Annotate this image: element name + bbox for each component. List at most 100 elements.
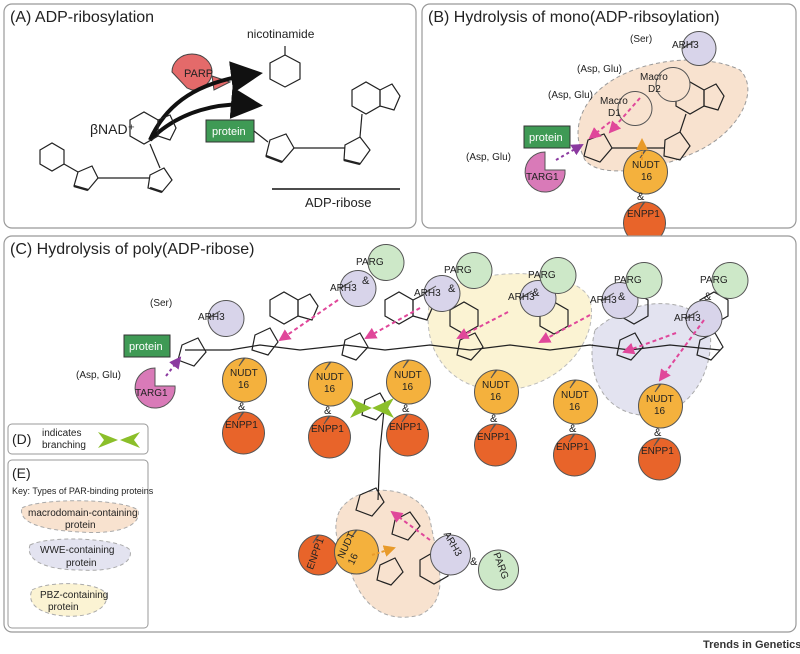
amp-b-3: & [637, 191, 645, 203]
parg-label-c2: PARG [444, 265, 472, 276]
key-pbz-line-2: protein [48, 602, 79, 613]
panel-e: (E) Key: Types of PAR-binding proteins m… [7, 459, 154, 629]
parg-enzyme-c2: PARG [444, 252, 493, 289]
panel-b-title: (B) Hydrolysis of mono(ADP-ribsoylation) [428, 9, 720, 26]
amp-c-9: & [490, 413, 498, 425]
enpp1-label-c3: ENPP1 [389, 422, 422, 433]
asp-glu-label-b2: (Asp, Glu) [548, 90, 593, 101]
branch-indicator-c [350, 398, 394, 418]
protein-label-b: protein [529, 132, 563, 144]
protein-box-c: protein [123, 334, 171, 358]
amp-c-7: & [324, 405, 332, 417]
nicotinamide-structure [269, 46, 301, 88]
enpp1-label-c5: ENPP1 [556, 442, 589, 453]
nudt16-arrow-c7 [371, 545, 396, 557]
amp-c-13: & [470, 556, 478, 568]
targ1-label-c: TARG1 [135, 388, 168, 399]
arh3-label-c2: ARH3 [330, 283, 357, 294]
protein-label-a: protein [212, 126, 246, 138]
nudt16-label-b-2: 16 [641, 172, 653, 183]
enpp1-enzyme-c6: ENPP1 [638, 437, 681, 481]
branching-text-1: indicates [42, 428, 81, 439]
enpp1-label-c6: ENPP1 [641, 446, 674, 457]
parg-enzyme-c4: PARG [614, 262, 663, 299]
parg-enzyme-c1: PARG [356, 244, 405, 281]
protein-box-a: protein [205, 119, 255, 143]
amp-c-1: & [362, 275, 370, 287]
nudt16-label-c2-1: NUDT [316, 372, 344, 383]
protein-label-c: protein [129, 341, 163, 353]
key-macro-line-2: protein [65, 520, 96, 531]
reaction-arrow-product [148, 87, 263, 142]
panel-b: (B) Hydrolysis of mono(ADP-ribsoylation)… [421, 3, 797, 245]
targ1-label-b: TARG1 [526, 172, 559, 183]
amp-c-3: & [532, 287, 540, 299]
arh3-label-c5: ARH3 [590, 295, 617, 306]
enpp1-enzyme-c5: ENPP1 [553, 433, 596, 477]
macro-d1-label-2: D1 [608, 108, 621, 119]
amp-c-10: & [569, 423, 577, 435]
enpp1-label-c2: ENPP1 [311, 424, 344, 435]
macro-d1-enzyme: Macro D1 [600, 91, 653, 126]
parg-label-c3: PARG [528, 270, 556, 281]
arh3-enzyme-c3: ARH3 [414, 275, 461, 312]
nudt16-label-c6-2: 16 [654, 406, 666, 417]
parg-label-c4: PARG [614, 275, 642, 286]
amp-c-5: & [704, 291, 712, 303]
enpp1-label-c4: ENPP1 [477, 432, 510, 443]
adp-ribose-product [253, 81, 401, 166]
nad-label: βNAD⁺ [90, 121, 135, 137]
amp-c-2: & [448, 283, 456, 295]
panel-c: (C) Hydrolysis of poly(ADP-ribose) [3, 235, 797, 633]
key-wwe-line-1: WWE-containing [40, 545, 114, 556]
key-wwe-line-2: protein [66, 558, 97, 569]
macro-d2-label-1: Macro [640, 72, 668, 83]
panel-a: (A) ADP-ribosylation nicotinamide PARP p… [3, 3, 417, 229]
key-wwe-shape [28, 538, 131, 571]
adp-ribose-label: ADP-ribose [305, 195, 371, 210]
nudt16-label-c1-2: 16 [238, 380, 250, 391]
enpp1-label-c1: ENPP1 [225, 420, 258, 431]
arh3-label-c4: ARH3 [508, 292, 535, 303]
arh3-enzyme-c1: ARH3 [198, 300, 245, 337]
arh3-label-c1: ARH3 [198, 312, 225, 323]
parg-enzyme-c3: PARG [528, 257, 577, 294]
targ1-arrow-c [165, 356, 182, 377]
enpp1-enzyme-c7: ENPP1 [298, 534, 339, 576]
nudt16-label-c1-1: NUDT [230, 368, 258, 379]
parp-enzyme: PARP [171, 53, 232, 91]
nudt16-label-c7-2: 16 [346, 552, 361, 567]
wwe-region-c [591, 303, 712, 416]
arh3-label-c6: ARH3 [674, 313, 701, 324]
nudt16-label-c5-1: NUDT [561, 390, 589, 401]
enpp1-enzyme-c3: ENPP1 [386, 413, 429, 457]
parp-label: PARP [184, 68, 213, 80]
panel-d: (D) indicates branching [7, 423, 149, 455]
protein-box-b: protein [523, 125, 571, 149]
asp-glu-label-c: (Asp, Glu) [76, 370, 121, 381]
amp-c-4: & [618, 291, 626, 303]
arh3-label-c3: ARH3 [414, 288, 441, 299]
branch-icon-left [98, 432, 118, 448]
arh3-enzyme-b: ARH3 [672, 31, 717, 66]
key-macrodomain-shape [21, 500, 139, 534]
key-pbz-shape [30, 583, 107, 617]
nicotinamide-label: nicotinamide [247, 27, 315, 41]
key-label: Key: Types of PAR-binding proteins [12, 486, 154, 496]
parg-label-c1: PARG [356, 257, 384, 268]
nudt16-label-c3-1: NUDT [394, 370, 422, 381]
panel-e-title: (E) [12, 465, 31, 481]
amp-c-8: & [402, 403, 410, 415]
nudt16-label-c2-2: 16 [324, 384, 336, 395]
nudt16-label-c4-1: NUDT [482, 380, 510, 391]
parg-label-c5: PARG [700, 275, 728, 286]
arh3-enzyme-c2: ARH3 [330, 270, 377, 307]
nad-structure [39, 111, 177, 194]
macro-d2-label-2: D2 [648, 84, 661, 95]
targ1-enzyme-c: TARG1 [134, 367, 176, 409]
